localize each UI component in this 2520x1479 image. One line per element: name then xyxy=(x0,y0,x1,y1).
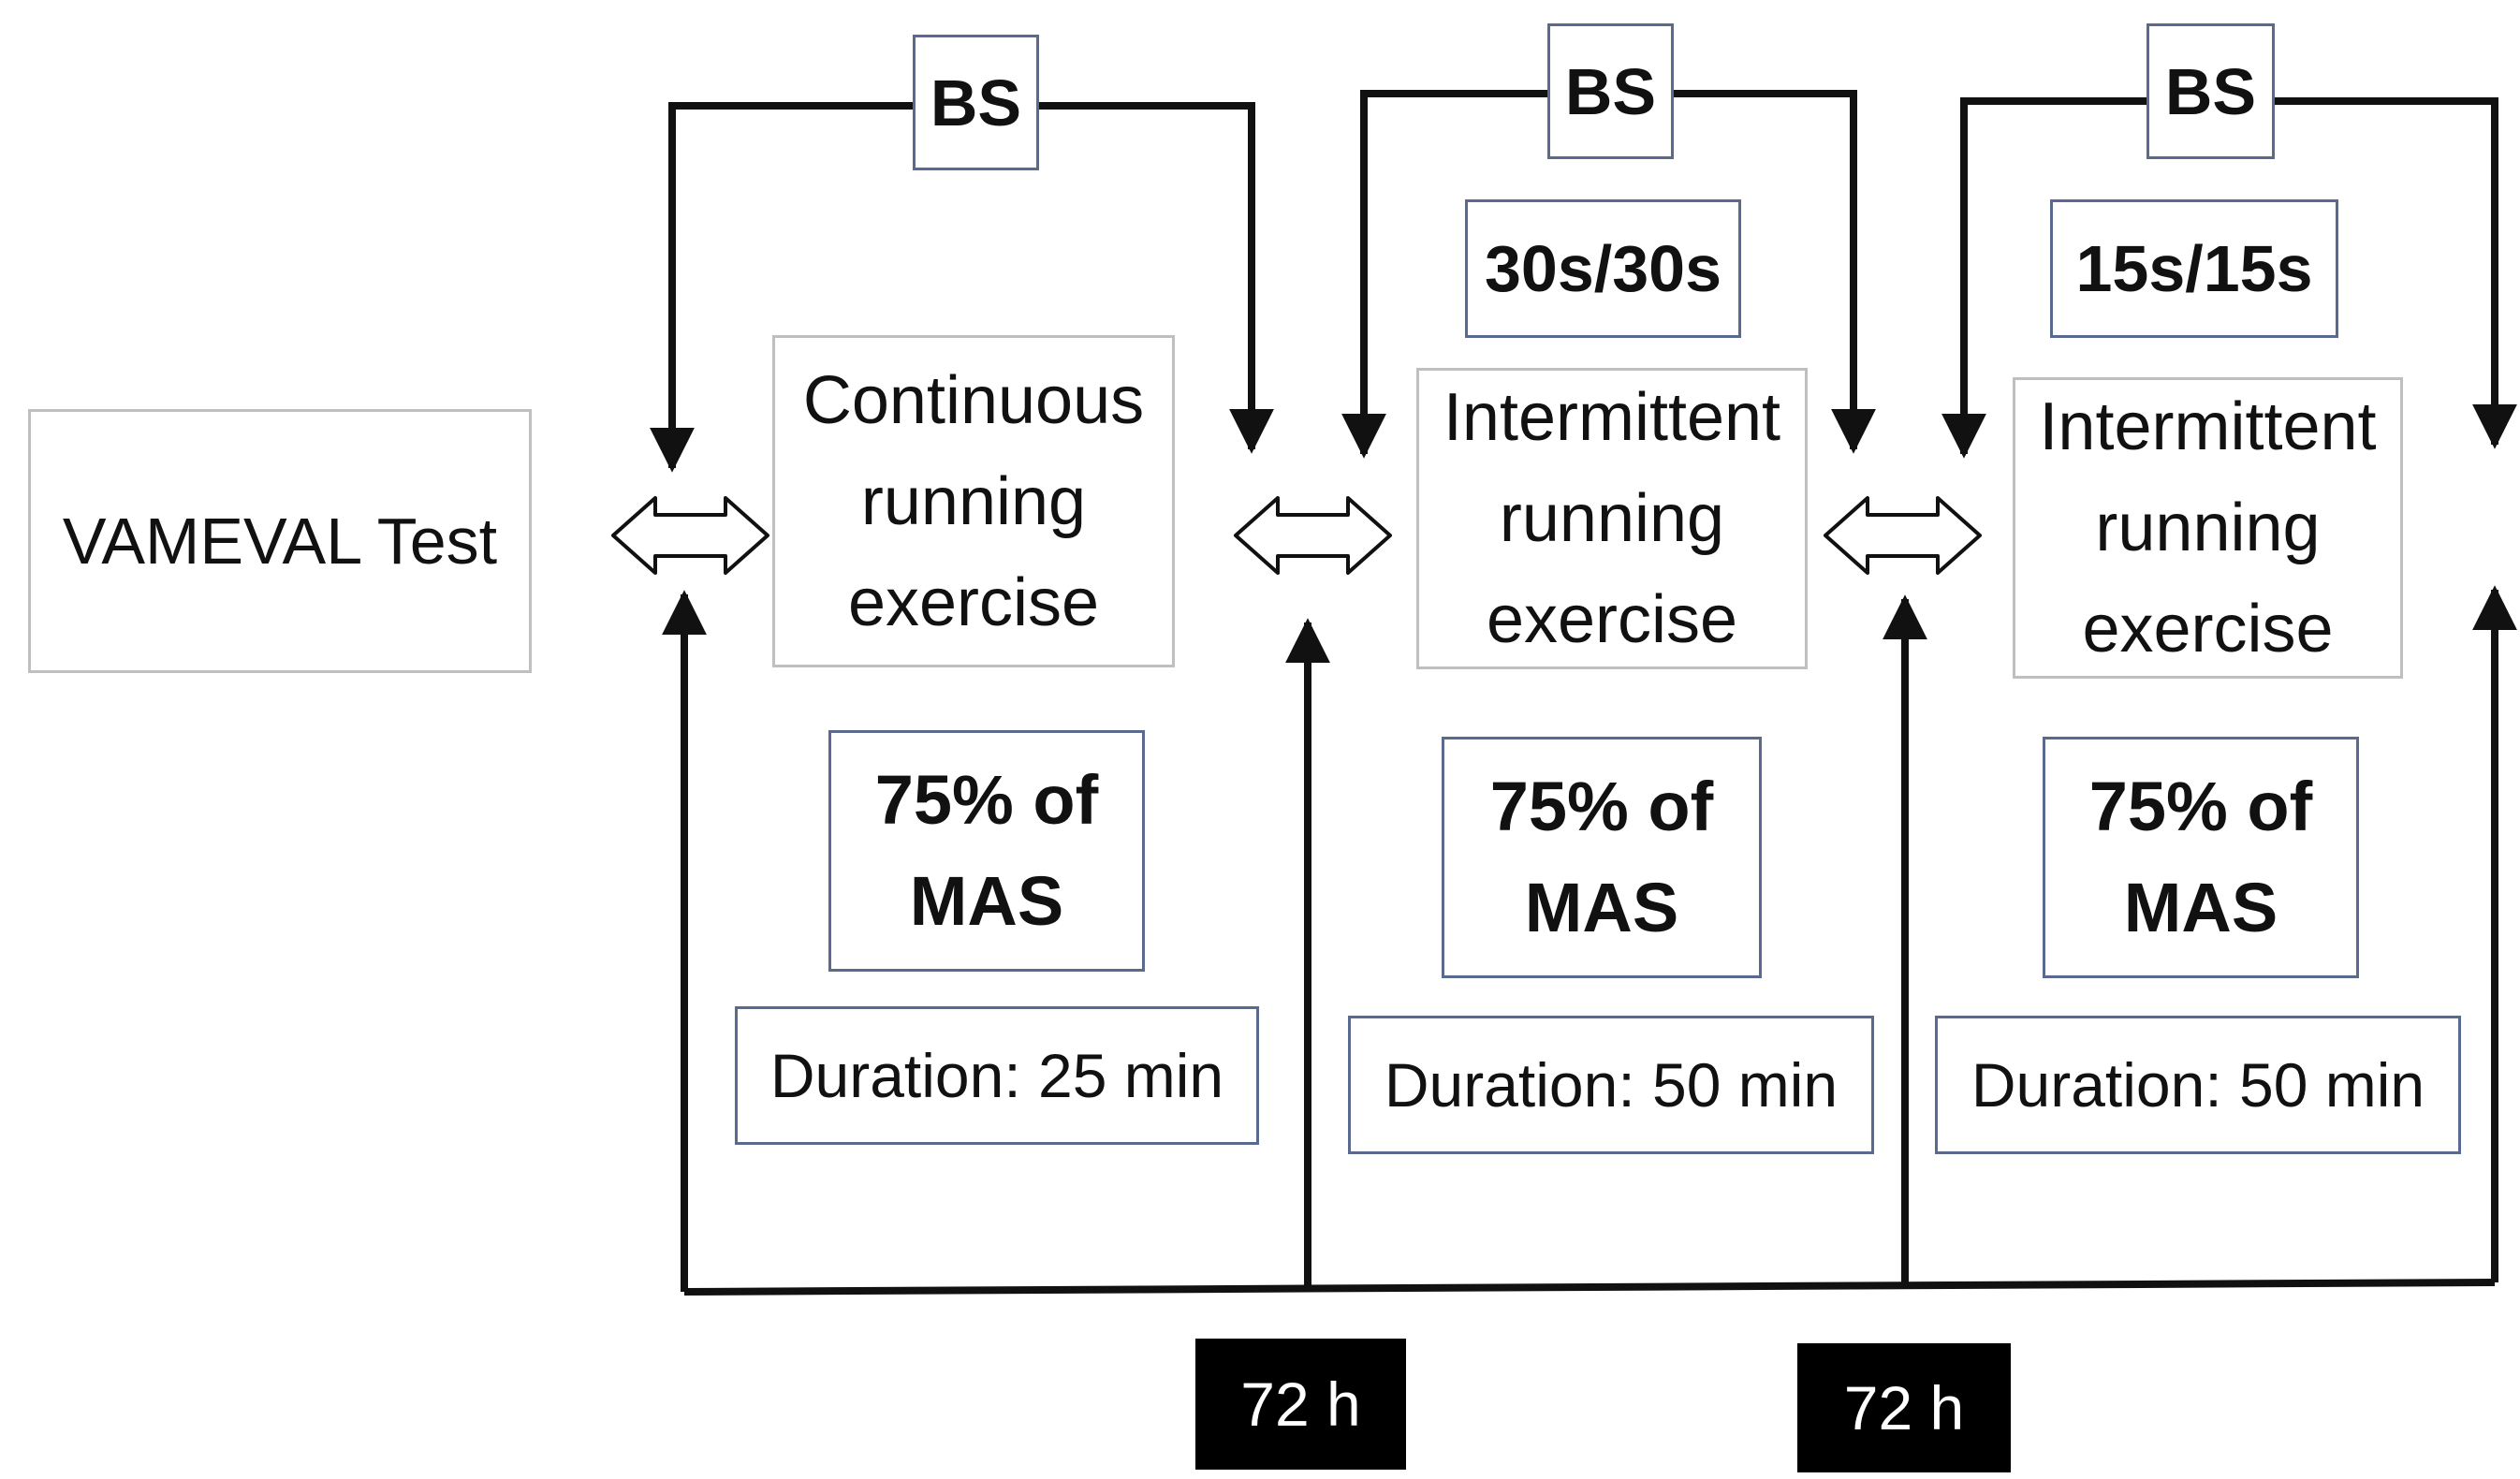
bs-box-3: BS xyxy=(2146,23,2275,159)
duration-box-1: Duration: 25 min xyxy=(735,1006,1259,1145)
exercise-line: Intermittent xyxy=(1443,380,1781,455)
duration-box-3: Duration: 50 min xyxy=(1935,1016,2461,1154)
exercise-box-1: Continuous running exercise xyxy=(772,335,1175,667)
bottom-bus-line xyxy=(683,1279,2496,1296)
intensity-box-3: 75% of MAS xyxy=(2043,737,2359,978)
exercise-line: Intermittent xyxy=(2039,389,2377,464)
exercise-line: exercise xyxy=(2082,592,2334,666)
exercise-line: running xyxy=(2095,491,2321,565)
double-arrow-icon xyxy=(611,496,769,575)
rest-period-box-1: 72 h xyxy=(1195,1339,1406,1470)
duration-box-2: Duration: 50 min xyxy=(1348,1016,1874,1154)
interval-box-2: 30s/30s xyxy=(1465,199,1741,338)
intensity-box-1: 75% of MAS xyxy=(828,730,1145,972)
exercise-box-3: Intermittent running exercise xyxy=(2013,377,2403,679)
intensity-box-2: 75% of MAS xyxy=(1442,737,1762,978)
exercise-line: exercise xyxy=(1486,582,1738,657)
exercise-box-2: Intermittent running exercise xyxy=(1416,368,1808,669)
exercise-line: Continuous xyxy=(802,362,1145,438)
vameval-test-label: VAMEVAL Test xyxy=(62,505,498,578)
rest-period-box-2: 72 h xyxy=(1797,1343,2011,1472)
double-arrow-icon xyxy=(1824,496,1982,575)
interval-box-3: 15s/15s xyxy=(2050,199,2338,338)
bs-box-2: BS xyxy=(1547,23,1674,159)
double-arrow-icon xyxy=(1234,496,1392,575)
exercise-line: exercise xyxy=(847,564,1100,640)
bs-box-1: BS xyxy=(913,35,1039,170)
exercise-line: running xyxy=(860,463,1087,539)
exercise-line: running xyxy=(1499,481,1725,556)
vameval-test-box: VAMEVAL Test xyxy=(28,409,532,673)
